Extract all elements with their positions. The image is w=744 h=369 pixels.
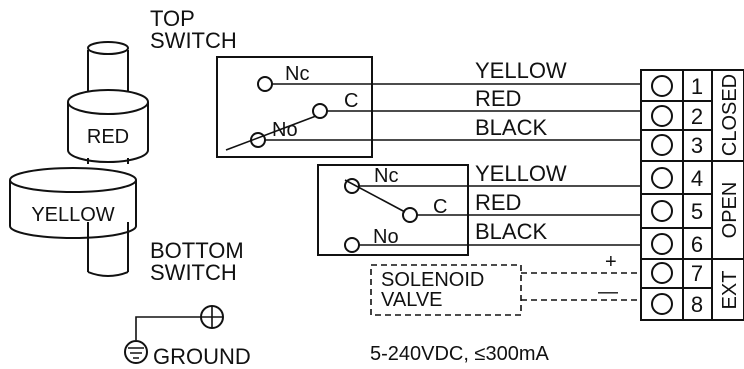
bottom-switch-heading-line2: SWITCH (150, 260, 237, 285)
top-c-label: C (344, 90, 358, 112)
terminal-4: 4 (691, 166, 703, 191)
wires: YELLOW RED BLACK YELLOW RED BLACK (372, 58, 641, 246)
float-switch: RED YELLOW TOP SWITCH BOTTOM SWITCH (9, 6, 244, 285)
terminal-screws (651, 75, 673, 315)
bottom-switch-box: Nc C No (317, 164, 469, 256)
terminal-2: 2 (691, 104, 703, 129)
top-float: RED (67, 89, 149, 163)
terminal-6: 6 (691, 232, 703, 257)
group-closed-label: CLOSED (719, 74, 741, 156)
bottom-float-label: YELLOW (31, 204, 114, 226)
terminal-7: 7 (691, 261, 703, 286)
terminal-8: 8 (691, 292, 703, 317)
top-nc-label: Nc (285, 63, 309, 85)
top-float-label: RED (87, 126, 129, 148)
rating-label: 5-240VDC, ≤300mA (370, 343, 549, 365)
ground-label: GROUND (153, 344, 251, 369)
wire-top-yellow: YELLOW (475, 58, 567, 83)
top-no-label: No (272, 119, 298, 141)
bottom-float: YELLOW (9, 167, 137, 239)
group-open-label: OPEN (719, 182, 741, 239)
terminal-5: 5 (691, 199, 703, 224)
wire-bottom-red: RED (475, 190, 521, 215)
wire-top-black: BLACK (475, 115, 547, 140)
solenoid-plus: + (605, 251, 617, 273)
terminal-3: 3 (691, 133, 703, 158)
bottom-no-label: No (373, 226, 399, 248)
bottom-nc-label: Nc (374, 165, 398, 187)
bottom-switch-heading-line1: BOTTOM (150, 238, 244, 263)
top-switch-box: Nc C No (216, 56, 373, 158)
top-switch-heading-line1: TOP (150, 6, 195, 31)
solenoid-line1: SOLENOID (381, 269, 484, 291)
terminal-block: 1 2 3 4 5 6 7 8 CLOSED OPEN EXT (640, 69, 744, 321)
terminal-1: 1 (691, 74, 703, 99)
solenoid-line2: VALVE (381, 289, 443, 311)
wire-top-red: RED (475, 86, 521, 111)
solenoid-valve: SOLENOID VALVE + — (370, 251, 641, 316)
wire-bottom-black: BLACK (475, 219, 547, 244)
bottom-c-label: C (433, 196, 447, 218)
wire-bottom-yellow: YELLOW (475, 161, 567, 186)
ground-symbol: GROUND (124, 305, 251, 369)
group-ext-label: EXT (719, 271, 741, 310)
solenoid-minus: — (598, 281, 618, 303)
top-switch-heading-line2: SWITCH (150, 28, 237, 53)
